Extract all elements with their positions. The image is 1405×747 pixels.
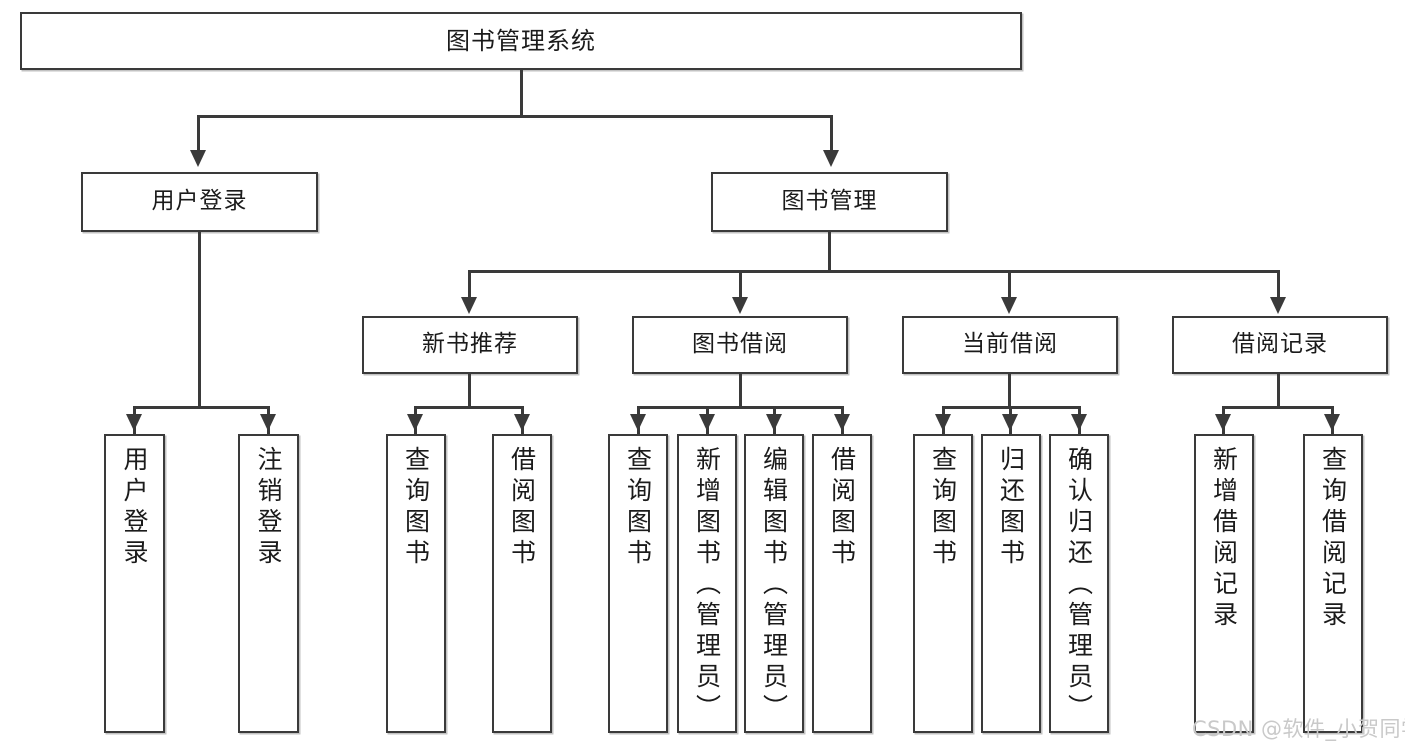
arrow-book-mgmt-to-record	[1270, 297, 1286, 314]
edge-root-stem	[520, 70, 523, 117]
arrow-book-borrow-to-leaf-3	[766, 414, 782, 431]
arrow-book-mgmt-to-new-book	[461, 297, 477, 314]
arrow-new-book-to-leaf-2	[514, 414, 530, 431]
arrow-book-borrow-to-leaf-2	[699, 414, 715, 431]
arrow-current-borrow-to-leaf-2	[1002, 414, 1018, 431]
arrow-book-mgmt-to-current	[1001, 297, 1017, 314]
edge-root-bus	[197, 115, 833, 118]
edge-root-to-book-mgmt	[830, 115, 833, 153]
node-borrow-record[interactable]: 借阅记录	[1172, 316, 1388, 374]
edge-book-mgmt-to-borrow	[739, 270, 742, 301]
edge-new-book-bus	[414, 406, 524, 409]
edge-user-login-bus	[133, 406, 270, 409]
edge-new-book-stem	[468, 374, 471, 408]
leaf-borrow-record-query[interactable]: 查询借阅记录	[1303, 434, 1363, 733]
edge-book-borrow-stem	[739, 374, 742, 408]
edge-user-login-stem	[198, 232, 201, 408]
arrow-book-mgmt-to-borrow	[732, 297, 748, 314]
arrow-new-book-to-leaf-1	[407, 414, 423, 431]
leaf-new-book-query[interactable]: 查询图书	[386, 434, 446, 733]
edge-borrow-record-bus	[1222, 406, 1334, 409]
arrow-book-borrow-to-leaf-1	[630, 414, 646, 431]
node-root-system[interactable]: 图书管理系统	[20, 12, 1022, 70]
leaf-user-login-logout[interactable]: 注销登录	[238, 434, 299, 733]
leaf-book-borrow-add[interactable]: 新增图书（管理员）	[677, 434, 737, 733]
edge-book-mgmt-stem	[828, 232, 831, 272]
edge-book-mgmt-to-record	[1277, 270, 1280, 301]
arrow-user-login-to-leaf-1	[126, 414, 142, 431]
leaf-current-borrow-query[interactable]: 查询图书	[913, 434, 973, 733]
node-new-book-recommend[interactable]: 新书推荐	[362, 316, 578, 374]
arrow-root-to-book-mgmt	[823, 150, 839, 167]
arrow-borrow-record-to-leaf-1	[1215, 414, 1231, 431]
arrow-book-borrow-to-leaf-4	[834, 414, 850, 431]
leaf-book-borrow-query[interactable]: 查询图书	[608, 434, 668, 733]
leaf-current-borrow-return[interactable]: 归还图书	[981, 434, 1041, 733]
arrow-user-login-to-leaf-2	[260, 414, 276, 431]
leaf-user-login-login[interactable]: 用户登录	[104, 434, 165, 733]
edge-book-borrow-bus	[637, 406, 844, 409]
node-current-borrow[interactable]: 当前借阅	[902, 316, 1118, 374]
leaf-book-borrow-borrow[interactable]: 借阅图书	[812, 434, 872, 733]
edge-book-mgmt-bus	[468, 270, 1280, 273]
arrow-current-borrow-to-leaf-3	[1071, 414, 1087, 431]
edge-borrow-record-stem	[1277, 374, 1280, 408]
edge-book-mgmt-to-new-book	[468, 270, 471, 301]
arrow-borrow-record-to-leaf-2	[1324, 414, 1340, 431]
leaf-book-borrow-edit[interactable]: 编辑图书（管理员）	[744, 434, 804, 733]
edge-current-borrow-stem	[1008, 374, 1011, 408]
leaf-current-borrow-confirm-return[interactable]: 确认归还（管理员）	[1049, 434, 1109, 733]
leaf-borrow-record-add[interactable]: 新增借阅记录	[1194, 434, 1254, 733]
node-book-borrow[interactable]: 图书借阅	[632, 316, 848, 374]
edge-root-to-user-login	[197, 115, 200, 153]
arrow-root-to-user-login	[190, 150, 206, 167]
edge-book-mgmt-to-current	[1008, 270, 1011, 301]
arrow-current-borrow-to-leaf-1	[935, 414, 951, 431]
csdn-watermark: CSDN @软件_小贺同学	[1192, 717, 1405, 741]
leaf-new-book-borrow[interactable]: 借阅图书	[492, 434, 552, 733]
node-book-management[interactable]: 图书管理	[711, 172, 948, 232]
node-user-login[interactable]: 用户登录	[81, 172, 318, 232]
